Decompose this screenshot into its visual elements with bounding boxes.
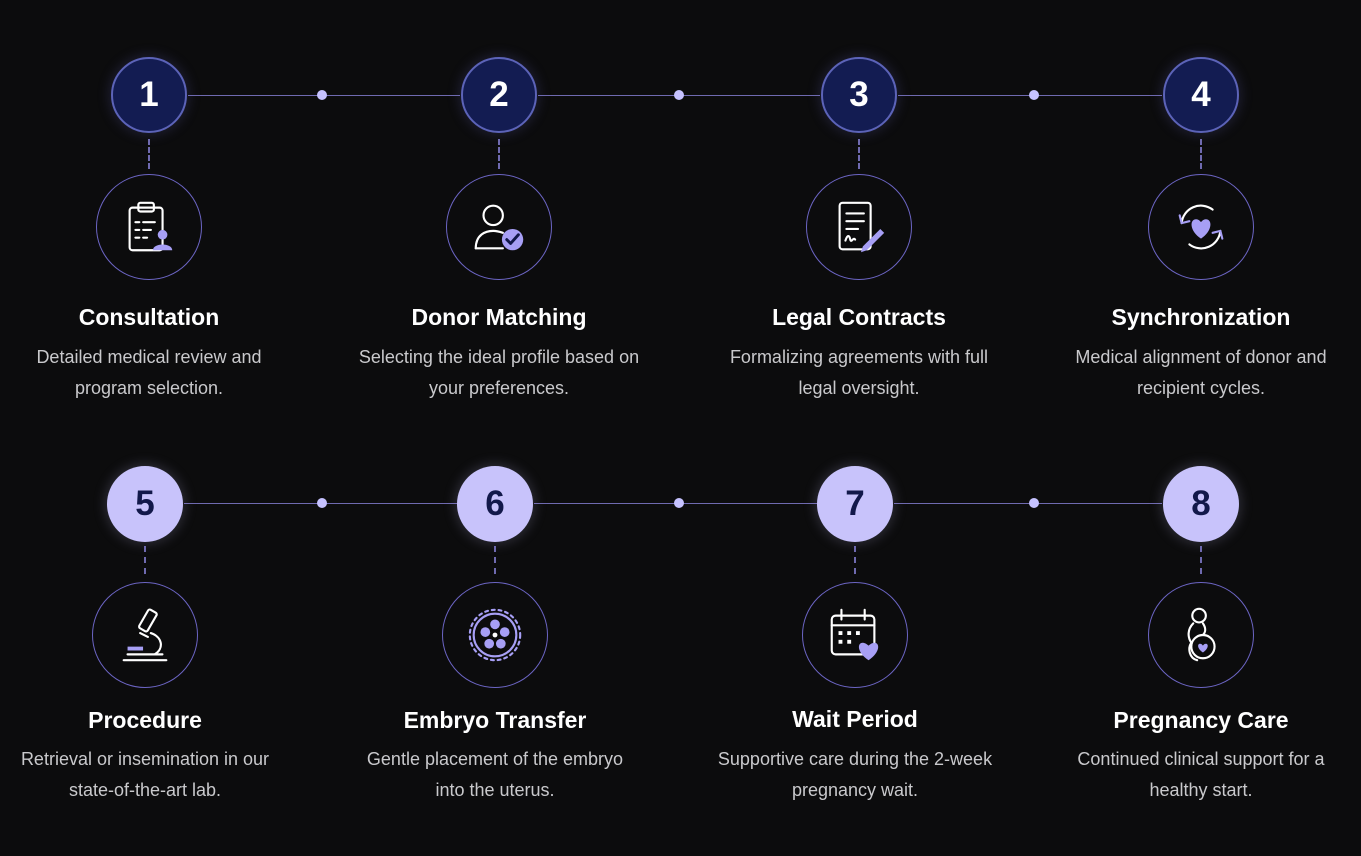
step-procedure: 5 Procedure Retrieval or insemination in… <box>0 466 305 826</box>
contract-signature-icon <box>806 174 912 280</box>
step-title: Wait Period <box>792 706 918 732</box>
step-title: Procedure <box>88 707 202 733</box>
step-number-badge: 3 <box>821 57 897 133</box>
step-number-badge: 5 <box>107 466 183 542</box>
step-number-badge: 2 <box>461 57 537 133</box>
step-description: Detailed medical review and program sele… <box>36 347 262 398</box>
pregnancy-icon <box>1148 582 1254 688</box>
connector-dot-1-2 <box>317 90 327 100</box>
step-title: Donor Matching <box>411 304 587 330</box>
step-number-badge: 7 <box>817 466 893 542</box>
step-title: Pregnancy Care <box>1113 707 1289 733</box>
dashed-connector <box>144 546 146 574</box>
step-wait-period: 7 Wait Period Supportive care during the… <box>695 466 1015 826</box>
step-number-badge: 6 <box>457 466 533 542</box>
step-number-badge: 1 <box>111 57 187 133</box>
connector-dot-3-4 <box>1029 90 1039 100</box>
dashed-connector <box>494 546 496 574</box>
step-number-badge: 8 <box>1163 466 1239 542</box>
step-number-badge: 4 <box>1163 57 1239 133</box>
step-description: Medical alignment of donor and recipient… <box>1075 347 1327 398</box>
step-title: Synchronization <box>1111 304 1291 330</box>
sync-heart-icon <box>1148 174 1254 280</box>
calendar-heart-icon <box>802 582 908 688</box>
step-embryo-transfer: 6 Embryo Transfer Gentle placement of th… <box>335 466 655 826</box>
connector-dot-7-8 <box>1029 498 1039 508</box>
clipboard-user-icon <box>96 174 202 280</box>
connector-dot-6-7 <box>674 498 684 508</box>
dashed-connector <box>498 139 500 169</box>
step-description: Formalizing agreements with full legal o… <box>729 347 989 398</box>
step-title: Legal Contracts <box>772 304 946 330</box>
step-title: Embryo Transfer <box>403 707 587 733</box>
connector-line-7-8 <box>894 503 1162 504</box>
step-consultation: 1 Consultation Detailed medical review a… <box>0 57 309 417</box>
dashed-connector <box>858 139 860 169</box>
user-check-icon <box>446 174 552 280</box>
connector-dot-2-3 <box>674 90 684 100</box>
embryo-cells-icon <box>442 582 548 688</box>
step-pregnancy-care: 8 Pregnancy Care Continued clinical supp… <box>1041 466 1361 826</box>
step-synchronization: 4 Synchronization Medical alignment of d… <box>1041 57 1361 417</box>
step-description: Selecting the ideal profile based on you… <box>358 347 640 398</box>
dashed-connector <box>1200 139 1202 169</box>
dashed-connector <box>148 139 150 169</box>
step-donor-matching: 2 Donor Matching Selecting the ideal pro… <box>339 57 659 417</box>
step-title: Consultation <box>78 304 220 330</box>
step-description: Supportive care during the 2-week pregna… <box>717 749 993 800</box>
step-legal-contracts: 3 Legal Contracts Formalizing agreements… <box>699 57 1019 417</box>
step-description: Retrieval or insemination in our state-o… <box>20 749 270 800</box>
connector-dot-5-6 <box>317 498 327 508</box>
microscope-icon <box>92 582 198 688</box>
step-description: Continued clinical support for a healthy… <box>1077 749 1325 800</box>
step-description: Gentle placement of the embryo into the … <box>366 749 624 800</box>
dashed-connector <box>854 546 856 574</box>
dashed-connector <box>1200 546 1202 574</box>
